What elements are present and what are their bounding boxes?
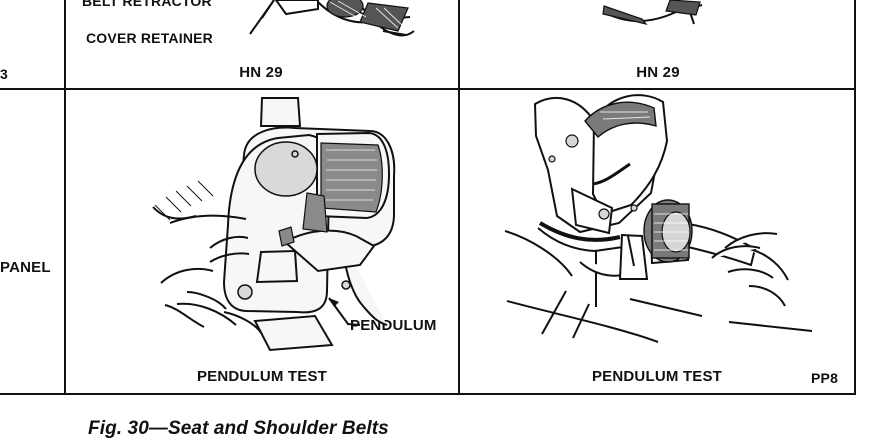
panel-divider-middle [458, 0, 460, 394]
panel-2-bottom-label: PENDULUM TEST [196, 368, 328, 385]
panel-3-top-label: HN 29 [636, 64, 680, 81]
pendulum-callout: PENDULUM [350, 317, 437, 334]
panel-3-bottom-label: PENDULUM TEST [591, 368, 723, 385]
figure-caption: Fig. 30—Seat and Shoulder Belts [88, 418, 389, 439]
top-left-fragment-label: 3 [0, 66, 8, 82]
row-divider [0, 88, 856, 90]
panel-2-top-label: HN 29 [239, 64, 283, 81]
panel-divider-right [854, 0, 856, 394]
belt-retractor-callout: BELT RETRACTOR [82, 0, 212, 9]
bottom-left-fragment-label: PANEL [0, 259, 51, 276]
panel-divider-left [64, 0, 66, 394]
bottom-border [0, 393, 856, 395]
cover-retainer-callout: COVER RETAINER [86, 30, 213, 46]
figure-code-label: PP8 [811, 370, 839, 386]
